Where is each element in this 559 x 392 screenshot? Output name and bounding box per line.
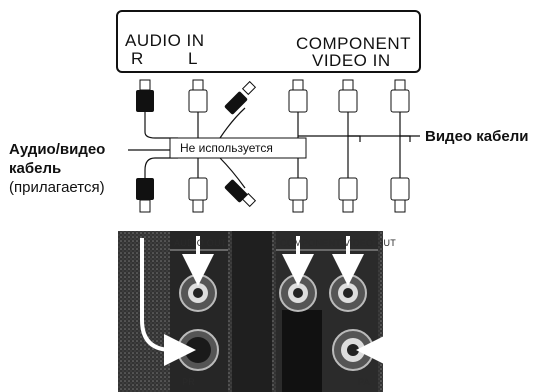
plug-top-component-pr [390,79,410,113]
device-pr-label: PR [182,377,196,387]
plug-top-audio-l [188,79,208,113]
plug-unused-lower [224,179,257,208]
video-cables-label: Видео кабели [425,128,529,145]
device-pa-label: PA [358,377,370,387]
video-in-label: VIDEO IN [312,51,391,70]
av-cable-label-line2: кабель [9,160,62,177]
plug-top-audio-r [136,79,154,112]
audio-in-label: AUDIO IN [125,31,205,50]
av-cable-label-line1: Аудио/видео [9,141,106,158]
not-used-box [169,137,307,159]
plug-bottom-component-pr [390,177,410,213]
plug-bottom-audio-r [136,178,154,213]
av-cable-label-line3: (прилагается) [9,179,105,196]
plug-bottom-component-y [288,177,308,213]
jack-component-pr [332,329,374,371]
jack-component-pb [329,274,367,312]
arrow-audio-r [140,238,196,366]
arrow-component-pr [356,238,402,366]
plug-top-component-y [288,79,308,113]
tv-input-panel [116,10,421,73]
audio-l-label: L [188,49,198,68]
audio-r-label: R [131,49,144,68]
not-used-label: Не используется [180,141,273,155]
jack-audio-out-r [177,329,219,371]
jack-audio-out-upper [179,274,217,312]
plug-bottom-audio-l [188,177,208,213]
plug-top-component-pb [338,79,358,113]
plug-unused-upper [224,80,257,115]
component-video-out-label: COMPONENT VIDEO OUT [280,238,397,248]
plug-bottom-component-pb [338,177,358,213]
jack-component-y [279,274,317,312]
audio-out-label: AUDIO OUT [174,238,227,248]
component-label: COMPONENT [296,34,411,53]
